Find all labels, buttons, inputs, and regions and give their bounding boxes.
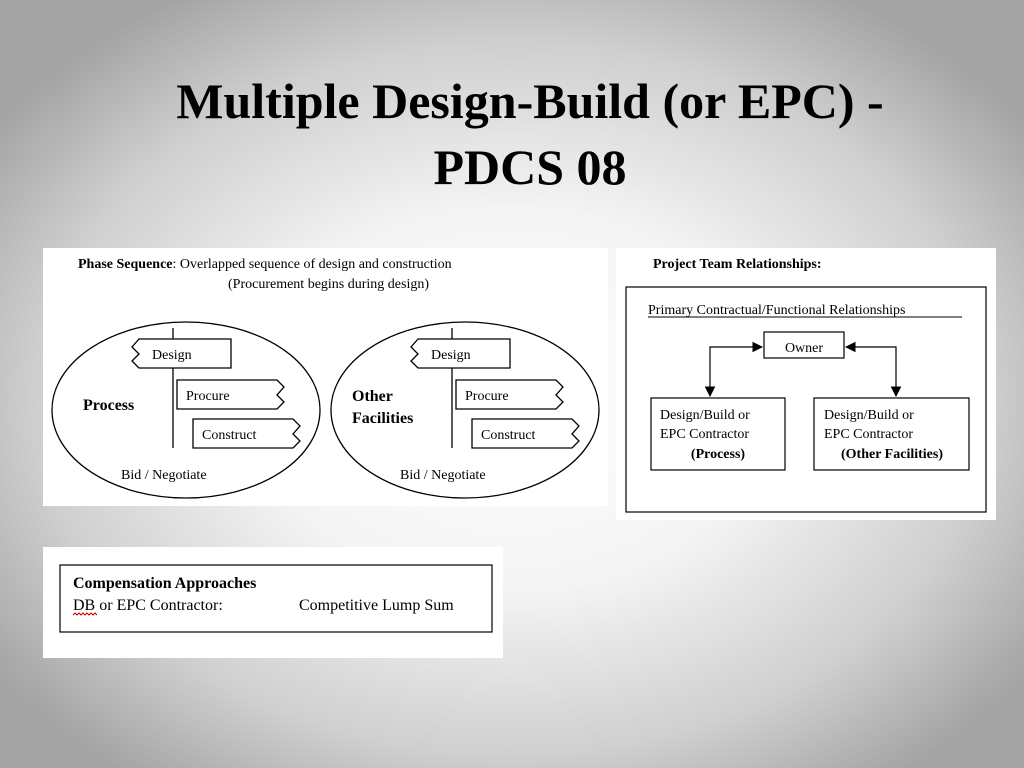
phase-subheading: (Procurement begins during design) [228,277,429,292]
compensation-table: Compensation Approaches DB or EPC Contra… [59,564,493,633]
phase-heading: Phase Sequence: Overlapped sequence of d… [78,257,452,272]
other-facilities-construct-tag [471,418,580,449]
team-outer-frame [625,286,987,513]
phase-heading-rest: : Overlapped sequence of design and cons… [173,257,452,272]
other-facilities-phase-group: Design Procure Construct Other Facilitie… [330,321,600,499]
compensation-frame [59,564,493,633]
other-facilities-contractor-box [813,397,970,471]
other-facilities-construct-label: Construct [481,428,536,443]
team-subheading: Primary Contractual/Functional Relations… [648,303,905,318]
owner-right-contractor-arrow [844,341,902,398]
process-construct-tag [192,418,301,449]
phase-sequence-diagram: Phase Sequence: Overlapped sequence of d… [51,257,600,499]
process-construct-label: Construct [202,428,257,443]
process-label: Process [83,397,134,414]
owner-box [763,331,845,359]
process-contractor-line-3: (Process) [691,447,745,462]
other-facilities-design-tag [410,338,511,369]
slide-title: Multiple Design-Build (or EPC) - PDCS 08 [40,68,1020,200]
team-relationships-panel: Project Team Relationships: Primary Cont… [616,248,996,520]
slide-title-line-2: PDCS 08 [433,139,627,195]
other-facilities-contractor-line-3: (Other Facilities) [841,447,943,462]
other-facilities-label-line-1: Other [352,388,393,405]
team-heading: Project Team Relationships: [653,257,822,272]
process-procure-tag [176,379,285,410]
other-facilities-contractor-line-1: Design/Build or [824,408,914,423]
process-ellipse [51,321,321,499]
owner-left-contractor-arrow [704,341,764,398]
compensation-row-abbrev: DB [73,597,95,614]
process-procure-label: Procure [186,389,230,404]
other-facilities-design-label: Design [431,348,471,363]
phase-sequence-panel: Phase Sequence: Overlapped sequence of d… [43,248,608,506]
process-contractor-box [650,397,786,471]
spellcheck-underline [72,612,98,616]
compensation-panel: Compensation Approaches DB or EPC Contra… [43,547,503,658]
process-design-label: Design [152,348,192,363]
other-facilities-procure-tag [455,379,564,410]
process-phase-group: Design Procure Construct Process Bid / N… [51,321,321,499]
other-facilities-ellipse [330,321,600,499]
compensation-row-label: DB or EPC Contractor: [73,597,223,614]
compensation-row-value: Competitive Lump Sum [299,597,454,614]
other-facilities-bid-label: Bid / Negotiate [400,468,486,483]
process-design-tag [131,338,232,369]
compensation-heading: Compensation Approaches [73,575,256,592]
slide-title-line-1: Multiple Design-Build (or EPC) - [176,73,884,129]
team-relationships-diagram: Project Team Relationships: Primary Cont… [625,257,987,513]
other-facilities-procure-label: Procure [465,389,509,404]
process-bid-label: Bid / Negotiate [121,468,207,483]
process-contractor-line-1: Design/Build or [660,408,750,423]
phase-heading-bold: Phase Sequence [78,257,173,272]
other-facilities-contractor-line-2: EPC Contractor [824,427,913,442]
process-contractor-line-2: EPC Contractor [660,427,749,442]
other-facilities-label-line-2: Facilities [352,410,413,427]
compensation-row-rest: or EPC Contractor: [95,597,223,614]
owner-label: Owner [785,341,823,356]
